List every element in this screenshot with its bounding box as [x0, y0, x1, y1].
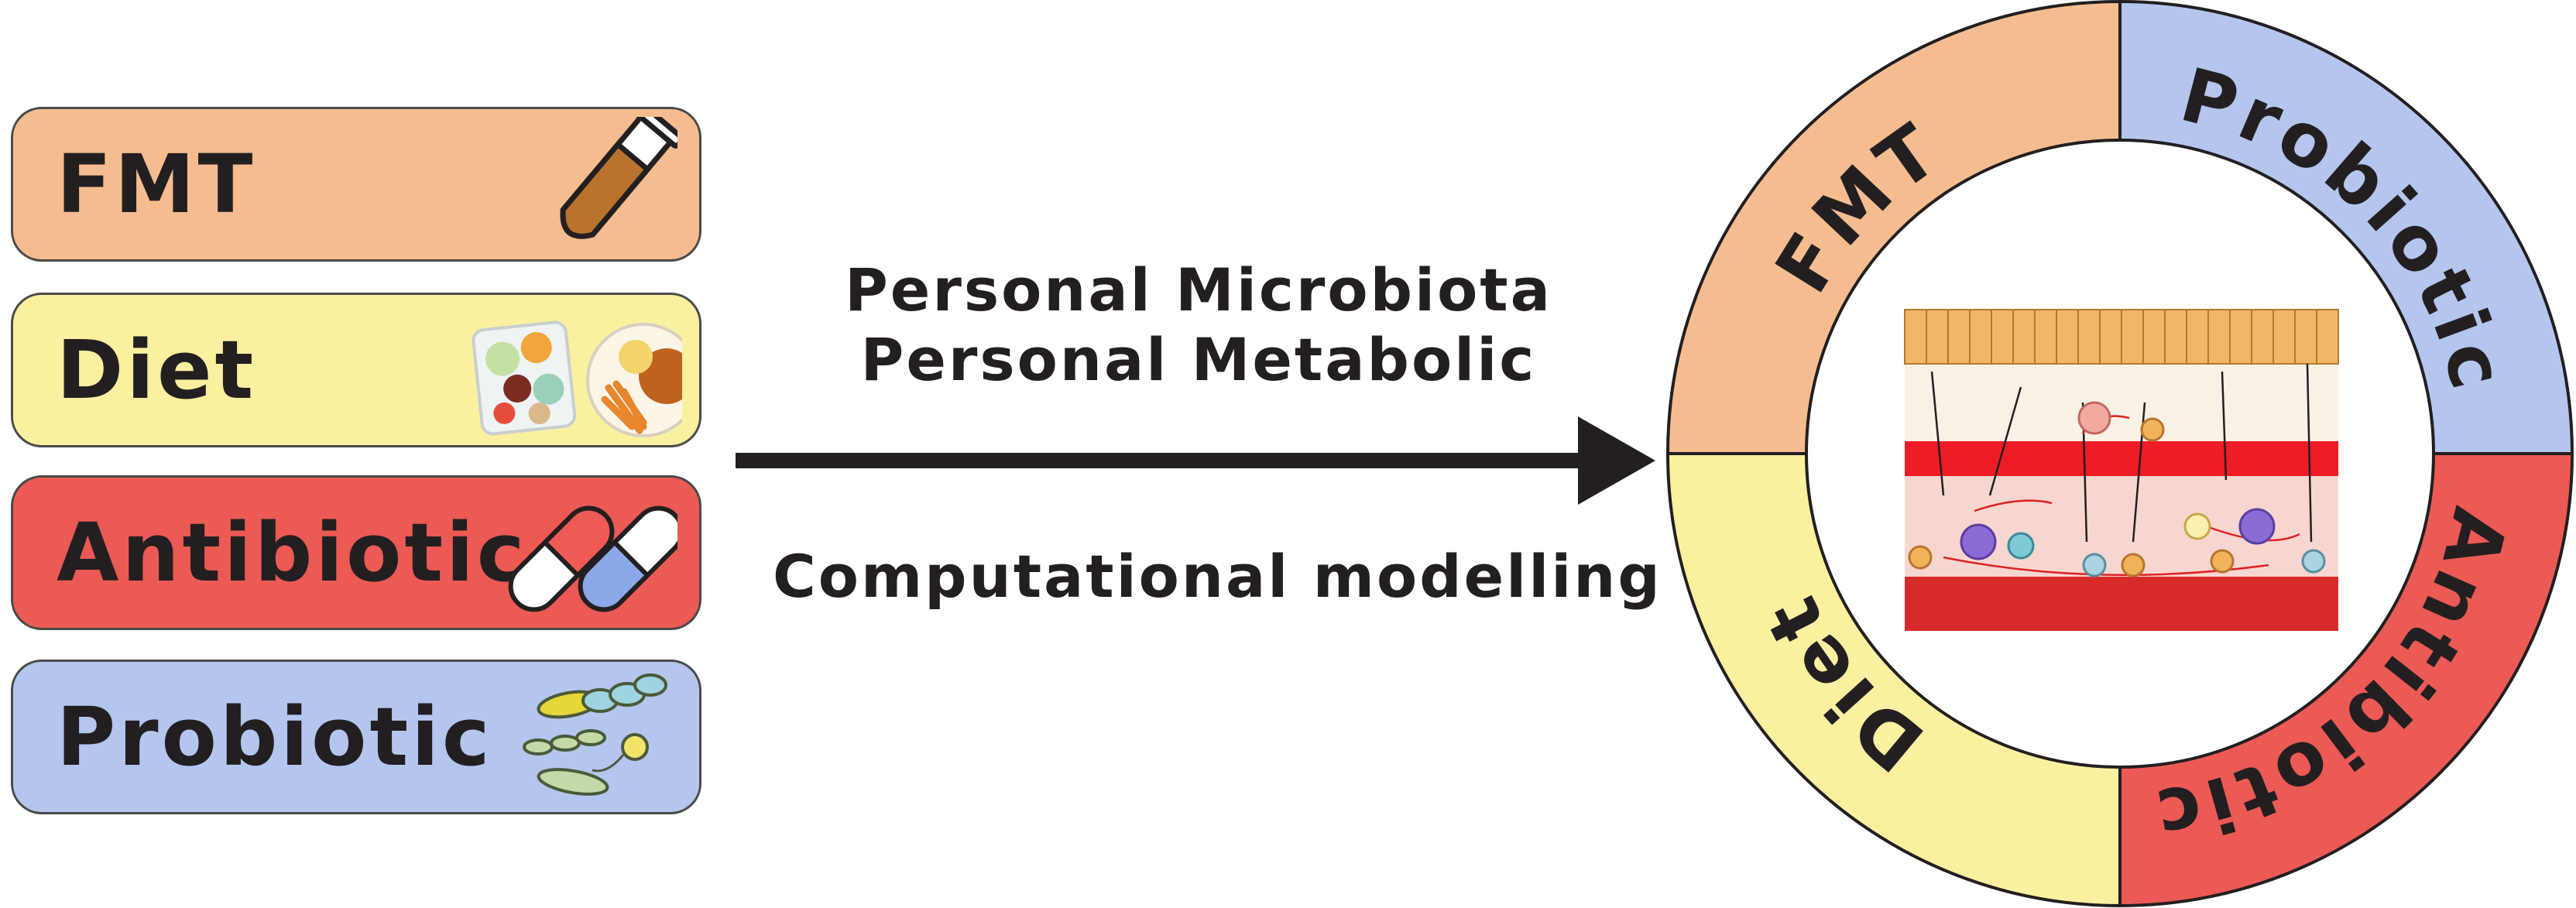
food-plate-icon [472, 320, 682, 437]
antibiotic-label: Antibiotic [57, 505, 528, 600]
bacteria-icon [523, 673, 667, 796]
diet-label: Diet [57, 323, 257, 417]
antibiotic-pill: Antibiotic [11, 475, 701, 630]
diet-pill: Diet [11, 293, 701, 447]
computational-modelling-text: Computational modelling [773, 542, 1662, 611]
capsule-pills-icon [508, 505, 677, 612]
intervention-wheel: FMT Probiotic Antibiotic Diet [1666, 0, 2574, 907]
wheel-antibiotic-segment [2120, 454, 2573, 906]
gut-tissue-illustration [1904, 267, 2339, 631]
probiotic-pill: Probiotic [11, 660, 701, 814]
personal-microbiota-text: Personal Microbiota [845, 255, 1552, 324]
microbiota-layer [1905, 267, 2338, 310]
epithelial-cells [1926, 310, 2317, 364]
main-arrow [736, 416, 1655, 505]
wheel-probiotic-segment [2120, 1, 2573, 454]
fmt-pill: FMT [11, 107, 701, 262]
probiotic-label: Probiotic [57, 690, 493, 784]
test-tube-icon [560, 117, 677, 239]
wheel-diet-segment [1667, 454, 2120, 906]
fmt-label: FMT [57, 137, 256, 231]
personal-metabolic-text: Personal Metabolic [860, 325, 1537, 394]
wheel-fmt-segment [1667, 1, 2120, 454]
